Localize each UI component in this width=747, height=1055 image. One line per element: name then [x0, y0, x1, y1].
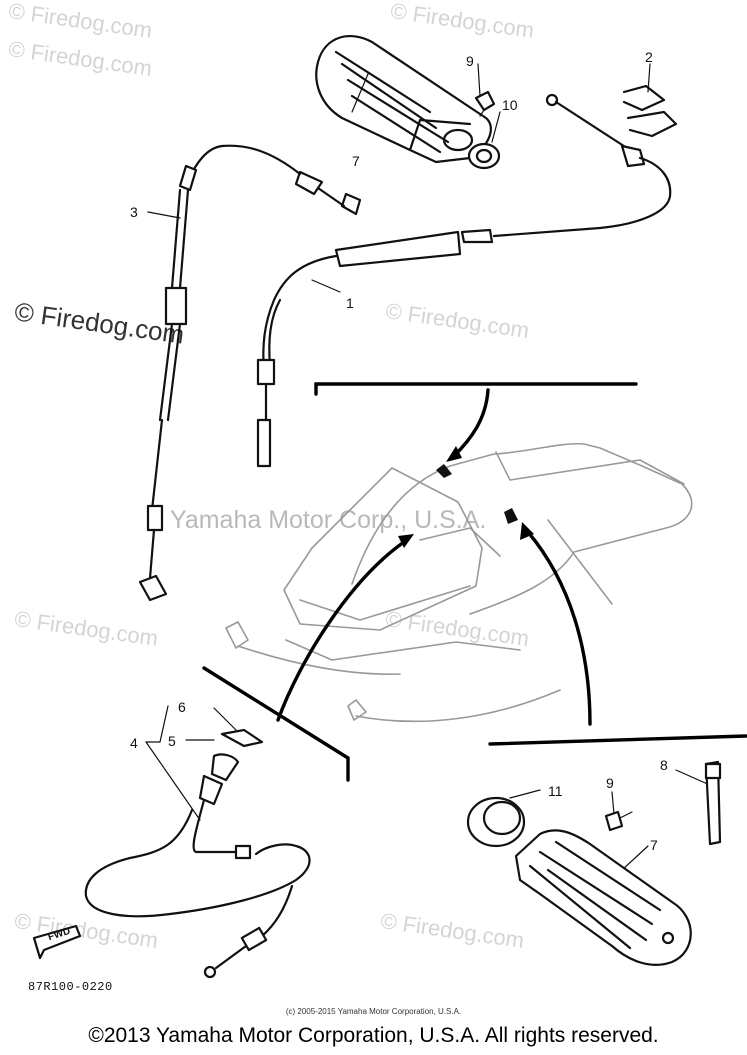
collar-top [467, 142, 501, 170]
location-arrows [276, 388, 592, 726]
callout-8: 8 [660, 757, 668, 773]
callout-leaders [145, 63, 713, 871]
copyright-notice: ©2013 Yamaha Motor Corporation, U.S.A. A… [88, 1024, 659, 1047]
callout-7-bottom: 7 [650, 837, 658, 853]
callout-7-top: 7 [352, 153, 360, 169]
grip-screw-top [474, 90, 496, 117]
cable-band [704, 760, 722, 846]
top-handlebar-grip [315, 34, 492, 164]
callout-9-bottom: 9 [606, 775, 614, 791]
snowmobile-outline [225, 442, 693, 723]
throttle-cable [256, 93, 672, 468]
choke-cable [138, 144, 362, 602]
watermark-yamaha: Yamaha Motor Corp., U.S.A. [170, 506, 487, 534]
callout-1: 1 [346, 295, 354, 311]
bottom-handlebar-grip [514, 829, 692, 966]
collar-bottom [466, 796, 526, 848]
small-copyright: (c) 2005-2015 Yamaha Motor Corporation, … [285, 1007, 462, 1016]
callout-11: 11 [548, 783, 563, 799]
forward-direction-arrow [32, 924, 82, 960]
callout-5: 5 [168, 733, 176, 749]
callout-9-top: 9 [466, 53, 474, 69]
stop-switch-assembly [84, 728, 311, 979]
cable-clip [622, 84, 678, 138]
callout-10: 10 [502, 97, 518, 113]
callout-6: 6 [178, 699, 186, 715]
group-frames [202, 382, 747, 782]
callout-4: 4 [130, 735, 138, 751]
grip-screw-bottom [604, 810, 633, 832]
part-code: 87R100-0220 [28, 980, 113, 994]
callout-3: 3 [130, 204, 138, 220]
callout-2: 2 [645, 49, 653, 65]
